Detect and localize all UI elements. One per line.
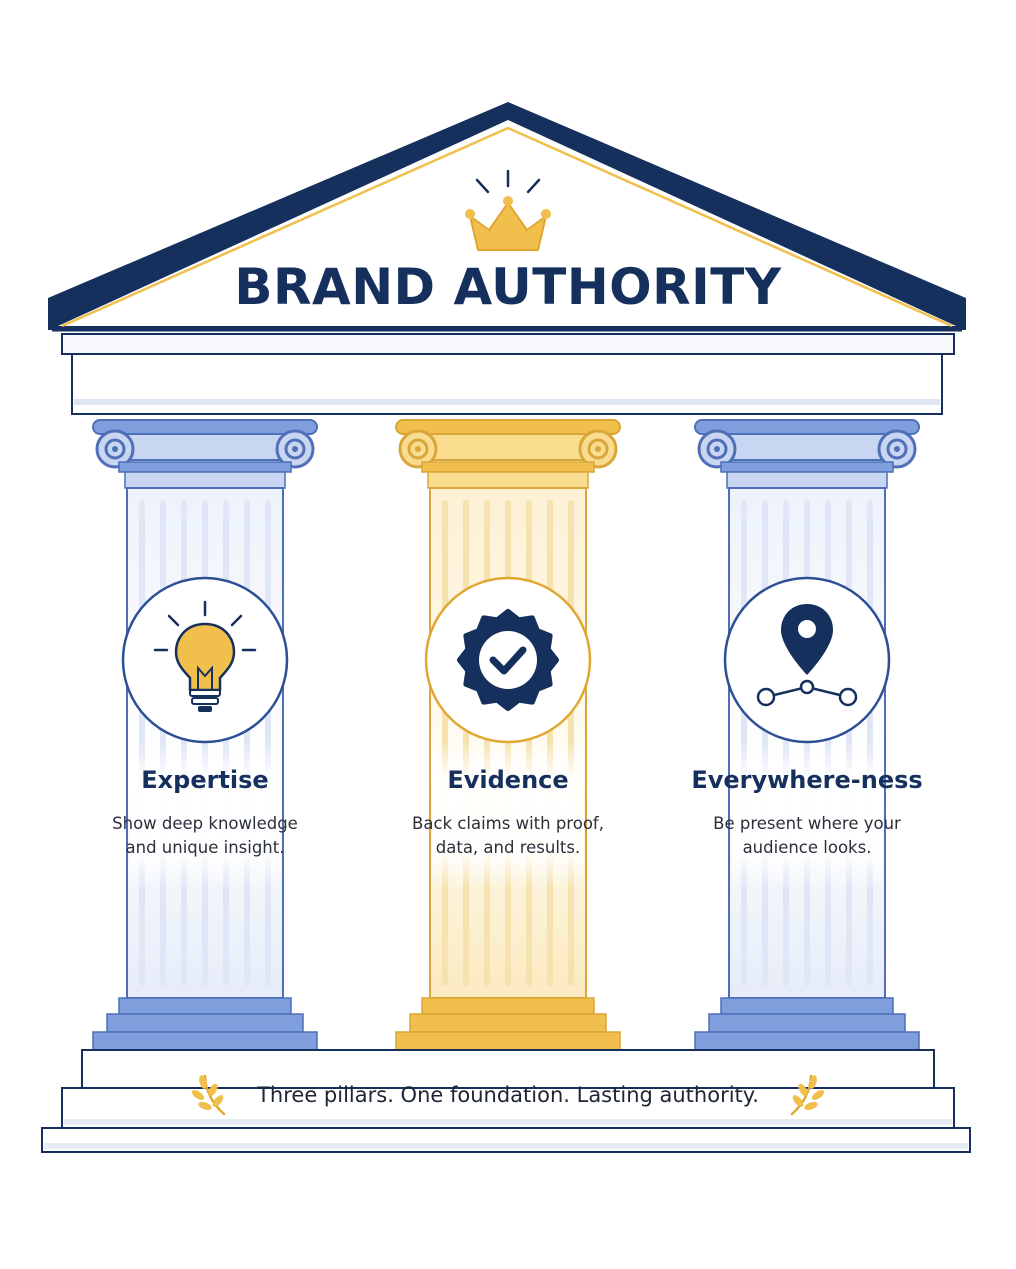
tagline: Three pillars. One foundation. Lasting a… (257, 1083, 759, 1107)
pillar-description-everywhere-ness: Be present where your audience looks. (687, 812, 927, 860)
pillar-title-everywhere-ness: Everywhere-ness (691, 766, 923, 794)
laurel-right-icon (790, 1074, 825, 1116)
pillar-title-evidence: Evidence (447, 766, 569, 794)
entablature (61, 333, 955, 415)
pillar-title-expertise: Expertise (141, 766, 269, 794)
pillar-description-evidence: Back claims with proof, data, and result… (388, 812, 628, 860)
crown-icon (465, 169, 551, 251)
pillar-icon-badges (121, 576, 891, 744)
pillar-description-line: Be present where your (713, 814, 901, 833)
pillar-description-line: data, and results. (435, 838, 581, 857)
pillar-description-line: and unique insight. (125, 838, 285, 857)
location-network-icon (723, 576, 891, 744)
pillar-description-line: Back claims with proof, (412, 814, 604, 833)
laurel-left-icon (191, 1074, 226, 1116)
lightbulb-icon (121, 576, 289, 744)
pillar-description-expertise: Show deep knowledge and unique insight. (85, 812, 325, 860)
diagram-title: BRAND AUTHORITY (234, 258, 782, 316)
pillar-description-line: Show deep knowledge (112, 814, 298, 833)
verified-badge-icon (424, 576, 592, 744)
pillar-description-line: audience looks. (742, 838, 872, 857)
